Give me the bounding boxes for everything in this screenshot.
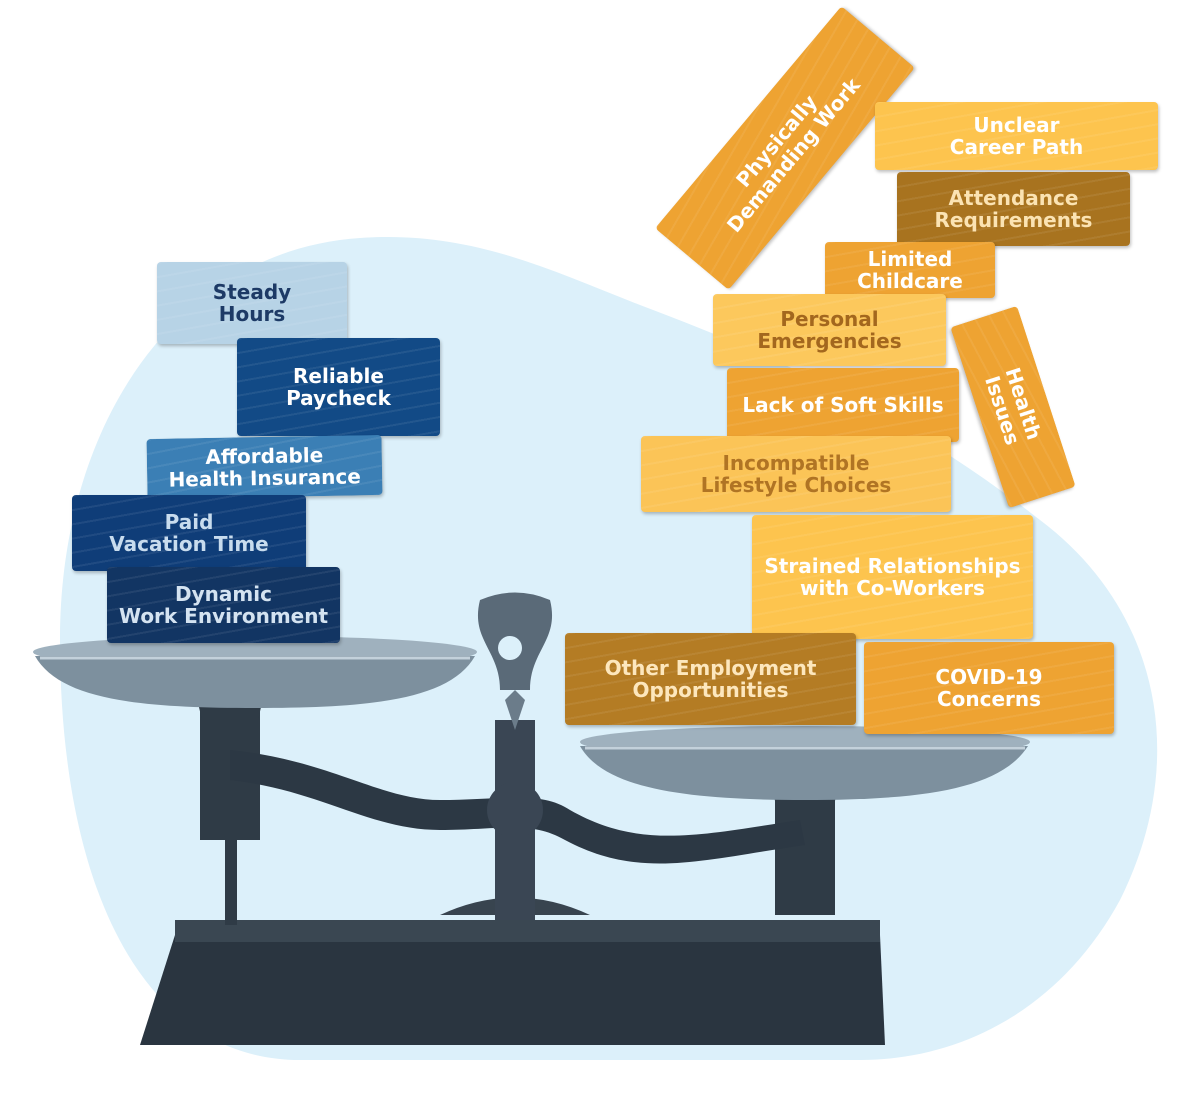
factor-label: Dynamic Work Environment	[118, 582, 329, 628]
factor-other-employment-opportunities: Other Employment Opportunities	[565, 633, 856, 725]
factor-label: Affordable Health Insurance	[168, 442, 362, 492]
factor-limited-childcare: Limited Childcare	[825, 242, 995, 298]
factor-personal-emergencies: Personal Emergencies	[713, 294, 946, 366]
factor-unclear-career-path: Unclear Career Path	[875, 102, 1158, 170]
factor-label: Paid Vacation Time	[109, 510, 269, 556]
factor-label: Steady Hours	[212, 280, 292, 326]
factor-label: Unclear Career Path	[949, 113, 1084, 159]
factor-strained-relationships: Strained Relationships with Co-Workers	[752, 515, 1033, 639]
factor-label: Limited Childcare	[857, 247, 963, 293]
factor-dynamic-work-environment: Dynamic Work Environment	[107, 567, 340, 643]
left-scale-pan	[33, 636, 477, 708]
factor-label: COVID-19 Concerns	[935, 665, 1043, 711]
right-scale-pan	[580, 726, 1030, 800]
factor-attendance-requirements: Attendance Requirements	[897, 172, 1130, 246]
factor-incompatible-lifestyle-choices: Incompatible Lifestyle Choices	[641, 436, 951, 512]
factor-affordable-health-insurance: Affordable Health Insurance	[146, 434, 383, 500]
factor-label: Reliable Paycheck	[286, 364, 391, 410]
factor-label: Lack of Soft Skills	[742, 393, 944, 417]
factor-label: Incompatible Lifestyle Choices	[700, 451, 892, 497]
factor-lack-of-soft-skills: Lack of Soft Skills	[727, 368, 959, 442]
factor-covid-19-concerns: COVID-19 Concerns	[864, 642, 1114, 734]
factor-label: Health Issues	[980, 364, 1047, 448]
factor-label: Attendance Requirements	[934, 186, 1093, 232]
factor-steady-hours: Steady Hours	[157, 262, 347, 344]
factor-paid-vacation-time: Paid Vacation Time	[72, 495, 306, 571]
factor-reliable-paycheck: Reliable Paycheck	[237, 338, 440, 436]
scale-center-pillar	[477, 592, 553, 920]
factor-label: Strained Relationships with Co-Workers	[764, 554, 1021, 600]
factor-label: Other Employment Opportunities	[604, 656, 817, 702]
factor-label: Personal Emergencies	[757, 307, 902, 353]
